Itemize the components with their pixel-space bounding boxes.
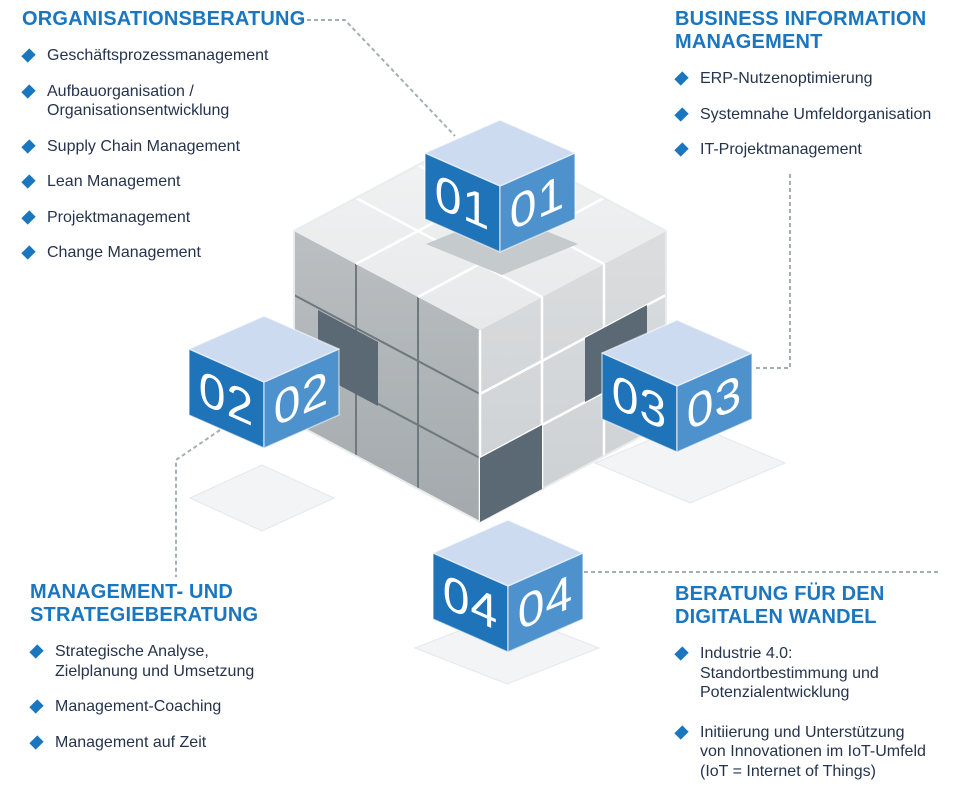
list-item: Aufbauorganisation / Organisationsentwic… — [21, 82, 322, 121]
list-item-text: Management-Coaching — [55, 698, 222, 716]
list-item: Lean Management — [21, 172, 322, 192]
list-item-text: IT-Projektmanagement — [700, 141, 862, 159]
list-item: IT-Projektmanagement — [674, 140, 955, 160]
list-item-text: Management auf Zeit — [55, 733, 207, 751]
recess-front-bottom — [480, 425, 542, 522]
section-title: MANAGEMENT- UND STRATEGIEBERATUNG — [30, 581, 259, 627]
diamond-bullet-icon — [674, 646, 689, 662]
cube-01-top-face — [424, 119, 576, 187]
diamond-bullet-icon — [21, 174, 36, 189]
main-cube-left-face — [294, 231, 480, 522]
list-item: Supply Chain Management — [21, 137, 322, 157]
diamond-bullet-icon — [674, 107, 689, 122]
list-item-text: Change Management — [47, 244, 201, 262]
cube-04-top-face — [432, 519, 584, 587]
list-item: Projektmanagement — [21, 208, 322, 228]
list-item-text: Initiierung und Unterstützung von Innova… — [700, 723, 926, 780]
diamond-bullet-icon — [21, 84, 36, 99]
cube-03-top-face — [601, 319, 753, 387]
list-item: Strategische Analyse, Zielplanung und Um… — [29, 642, 330, 681]
diamond-bullet-icon — [674, 725, 689, 740]
connector-01 — [300, 19, 456, 137]
cube-04: 04 04 — [432, 519, 584, 653]
cube-02: 02 02 — [188, 315, 340, 449]
section-business-information-management: BUSINESS INFORMATION MANAGEMENT ERP-Nutz… — [674, 8, 955, 176]
list-item: Systemnahe Umfeldorganisation — [674, 105, 955, 125]
list-item: Change Management — [21, 243, 322, 263]
list-item-text: Aufbauorganisation / Organisationsentwic… — [47, 82, 230, 120]
list-item-text: Industrie 4.0: Standortbestimmung und Po… — [700, 645, 879, 702]
list-item: Initiierung und Unterstützung von Innova… — [674, 723, 960, 782]
list-item: Industrie 4.0: Standortbestimmung und Po… — [674, 644, 960, 703]
list-item-text: Supply Chain Management — [47, 137, 241, 155]
diamond-bullet-icon — [29, 699, 44, 715]
list-item: Management auf Zeit — [29, 733, 330, 753]
cube-02-top-face — [188, 315, 340, 383]
diamond-bullet-icon — [674, 71, 689, 87]
section-organisationsberatung: ORGANISATIONSBERATUNG Geschäftsprozessma… — [21, 8, 322, 279]
list-item: ERP-Nutzenoptimierung — [674, 69, 955, 89]
list-item-text: Systemnahe Umfeldorganisation — [700, 105, 932, 123]
connector-03 — [756, 172, 791, 369]
cube-03: 03 03 — [601, 319, 753, 453]
list-item: Geschäftsprozessmanagement — [21, 46, 322, 66]
section-title: ORGANISATIONSBERATUNG — [22, 8, 306, 30]
diamond-bullet-icon — [21, 139, 36, 154]
section-beratung-digitaler-wandel: BERATUNG FÜR DEN DIGITALEN WANDEL Indust… — [674, 583, 960, 797]
diamond-bullet-icon — [29, 644, 44, 660]
list-item-text: Lean Management — [47, 173, 181, 191]
list-item-text: Strategische Analyse, Zielplanung und Um… — [55, 643, 255, 680]
list-item: Management-Coaching — [29, 697, 330, 717]
diamond-bullet-icon — [29, 735, 44, 750]
list-item-text: Geschäftsprozessmanagement — [47, 47, 269, 65]
connector-02 — [175, 429, 221, 577]
diamond-bullet-icon — [21, 48, 36, 63]
diamond-bullet-icon — [674, 142, 689, 158]
section-management-und-strategieberatung: MANAGEMENT- UND STRATEGIEBERATUNG Strate… — [29, 581, 330, 768]
connectors — [175, 19, 938, 577]
list-item-text: ERP-Nutzenoptimierung — [700, 70, 873, 88]
ground-shadow-left — [188, 464, 336, 532]
list-item-text: Projektmanagement — [47, 208, 191, 226]
diamond-bullet-icon — [21, 245, 36, 260]
diamond-bullet-icon — [21, 210, 36, 225]
section-title: BUSINESS INFORMATION MANAGEMENT — [675, 8, 927, 54]
section-title: BERATUNG FÜR DEN DIGITALEN WANDEL — [675, 583, 885, 629]
